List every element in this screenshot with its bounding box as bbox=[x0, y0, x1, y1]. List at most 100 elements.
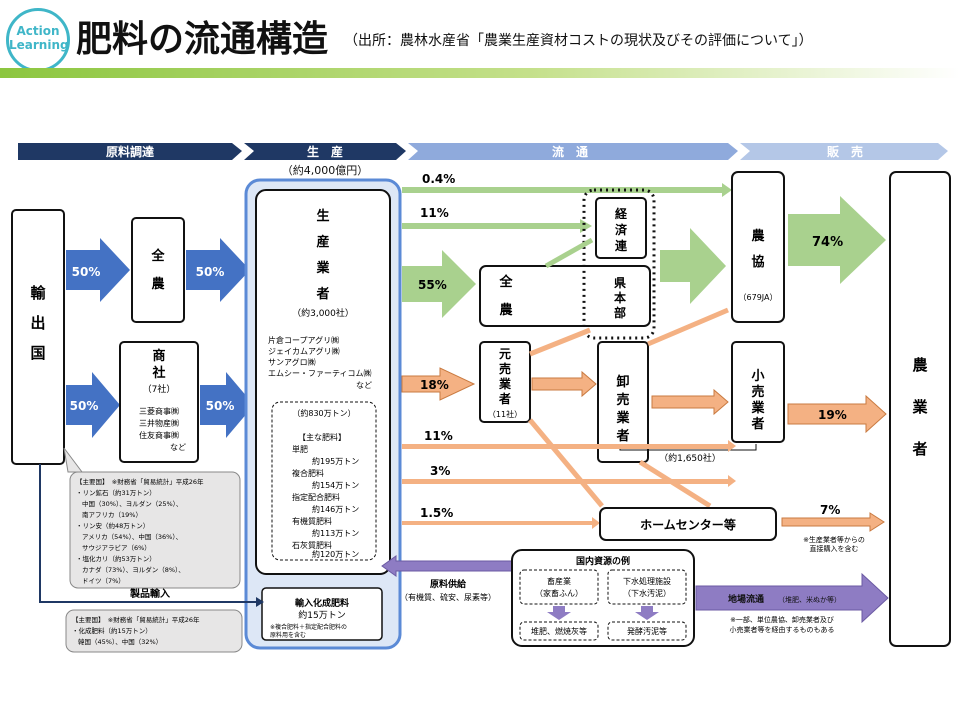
major-countries-line-7: サウジアラビア（6%） bbox=[82, 543, 151, 552]
imported-products-line bbox=[39, 464, 258, 603]
stage-chevron-production bbox=[244, 143, 406, 160]
pct-route-11a: 11% bbox=[420, 206, 449, 220]
route-11b-head bbox=[728, 440, 736, 452]
arrow-import-to-zennoh bbox=[66, 238, 130, 302]
route-1-5-head bbox=[592, 517, 600, 529]
sewage-line-2: （下水汚泥） bbox=[623, 588, 671, 598]
livestock-output: 堆肥、燃焼灰等 bbox=[531, 626, 587, 636]
home-center-box bbox=[599, 507, 777, 541]
farmer-box bbox=[889, 171, 951, 647]
trading-name-1: 三菱商事㈱ bbox=[139, 406, 179, 416]
nokyo-char-1: 農 bbox=[751, 228, 765, 244]
pct-route-18: 18% bbox=[420, 378, 449, 392]
motouri-char-4: 者 bbox=[498, 391, 511, 406]
nokyo-count: （679JA） bbox=[739, 293, 778, 302]
major-countries-line-8: ・塩化カリ（約53万トン） bbox=[76, 554, 156, 563]
major-countries-line-5: ・リン安（約48万トン） bbox=[76, 521, 149, 530]
route-1-5-bar bbox=[402, 521, 594, 525]
livestock-down-arrow bbox=[547, 606, 571, 620]
motouri-box bbox=[479, 341, 531, 423]
arrow-zennoh-to-producer bbox=[186, 238, 250, 302]
nokyo-box bbox=[731, 171, 785, 323]
local-note-2: 小売業者等を経由するものもある bbox=[730, 625, 835, 634]
arrow-nokyo-to-farmer bbox=[788, 196, 886, 284]
import-country-box bbox=[11, 209, 65, 465]
arrow-local-distribution bbox=[695, 572, 889, 624]
trading-name-3: 住友商事㈱ bbox=[139, 430, 179, 440]
fert-item-1: 単肥 bbox=[292, 444, 308, 454]
oroshi-char-4: 者 bbox=[615, 428, 629, 444]
pct-import-to-trading: 50% bbox=[70, 399, 99, 413]
imported-fert-note-1: ※複合肥料＋指定配合肥料の bbox=[270, 623, 347, 631]
logo-line-2: Learning bbox=[9, 38, 69, 52]
arrow-homecenter-to-farmer bbox=[781, 512, 885, 532]
pct-route-0-4: 0.4% bbox=[422, 172, 455, 186]
major-countries-line-1: 【主要国】 ※財務省「貿易統計」平成26年 bbox=[76, 477, 204, 486]
fertilizer-breakdown-box bbox=[271, 401, 377, 561]
stage-bar: 原料調達 生 産 流 通 販 売 bbox=[18, 143, 948, 160]
fert-item-8: 約113万トン bbox=[312, 528, 359, 538]
imported-fert-label: 輸入化成肥料 bbox=[295, 597, 349, 609]
route-0-4-bar bbox=[402, 187, 722, 193]
major-countries2-line-1: 【主要国】 ※財務省「貿易統計」平成26年 bbox=[72, 615, 200, 624]
producer-name-4: エムシー・ファーティコム㈱ bbox=[268, 368, 372, 378]
arrow-to-nokyo bbox=[660, 228, 726, 304]
imported-fertilizer-box bbox=[261, 587, 383, 641]
local-note-1: ※一部、単位農協、卸売業者及び bbox=[730, 615, 834, 624]
oroshi-char-1: 卸 bbox=[616, 374, 629, 390]
stage-chevron-procurement bbox=[18, 143, 242, 160]
kouri-char-3: 業 bbox=[750, 400, 765, 416]
major-countries-line-3: 中国（30%）、ヨルダン（25%）、 bbox=[82, 499, 182, 508]
major-countries-callout bbox=[69, 471, 241, 589]
action-learning-logo: Action Learning bbox=[6, 8, 70, 72]
major-countries-line-9: カナダ（73%）、ヨルダン（8%）、 bbox=[82, 565, 185, 574]
logo-line-1: Action bbox=[16, 24, 60, 38]
livestock-line-2: （家畜ふん） bbox=[535, 588, 583, 598]
zennoh-mid-char-2: 農 bbox=[499, 302, 513, 318]
livestock-box bbox=[519, 569, 599, 605]
nokyo-char-2: 協 bbox=[751, 254, 764, 270]
sewage-box bbox=[607, 569, 687, 605]
stage-label-sales: 販 売 bbox=[827, 144, 863, 159]
motouri-to-kenhonbu-line bbox=[529, 327, 591, 357]
local-detail: （堆肥、米ぬか等） bbox=[778, 595, 841, 604]
route-3-bar bbox=[402, 479, 730, 484]
stage-label-distribution: 流 通 bbox=[552, 144, 588, 159]
route-55-arrow bbox=[402, 250, 476, 318]
farmer-char-2: 業 bbox=[911, 398, 928, 416]
stage-chevron-sales bbox=[740, 143, 948, 160]
domestic-supply-label: 原料供給 bbox=[430, 578, 467, 590]
home-center-label: ホームセンター等 bbox=[640, 517, 736, 532]
trading-company-box bbox=[119, 341, 199, 463]
route-18-arrow bbox=[401, 367, 476, 401]
fert-item-9: 石灰質肥料 bbox=[292, 540, 332, 550]
major-countries2-line-3: 韓国（45%）、中国（32%） bbox=[78, 637, 162, 646]
oroshi-count: （約1,650社） bbox=[659, 452, 721, 464]
imported-fert-amount: 約15万トン bbox=[298, 609, 345, 621]
kouri-char-2: 売 bbox=[751, 384, 764, 400]
oroshi-char-2: 売 bbox=[616, 392, 629, 408]
stage-chevron-distribution bbox=[408, 143, 738, 160]
trading-char-1: 商 bbox=[152, 348, 165, 364]
motouri-to-homecenter-line bbox=[528, 418, 604, 508]
producer-name-3: サンアグロ㈱ bbox=[268, 357, 316, 367]
sewage-output-box bbox=[607, 621, 687, 641]
domestic-title: 国内資源の例 bbox=[576, 555, 630, 567]
producer-name-etc: など bbox=[356, 381, 372, 390]
producer-char-1: 生 bbox=[316, 208, 329, 224]
local-label: 地場流通 bbox=[728, 593, 764, 605]
arrow-trading-to-producer bbox=[200, 372, 254, 438]
pct-route-3: 3% bbox=[430, 464, 450, 478]
oroshi-to-nokyo-line bbox=[647, 307, 729, 347]
page-title: 肥料の流通構造 bbox=[76, 19, 329, 60]
route-11b-bar bbox=[402, 444, 730, 449]
route-0-4-head bbox=[722, 183, 732, 197]
motouri-to-oroshi-arrow bbox=[531, 370, 597, 398]
zennoh-top-char-2: 農 bbox=[151, 276, 165, 292]
fert-item-4: 約154万トン bbox=[312, 480, 359, 490]
farmer-char-1: 農 bbox=[912, 356, 927, 374]
motouri-char-3: 業 bbox=[498, 376, 512, 391]
producer-name-1: 片倉コープアグリ㈱ bbox=[268, 335, 339, 345]
major-countries-line-6: アメリカ（54%）、中国（36%）、 bbox=[82, 532, 182, 541]
oroshi-box bbox=[597, 341, 649, 463]
